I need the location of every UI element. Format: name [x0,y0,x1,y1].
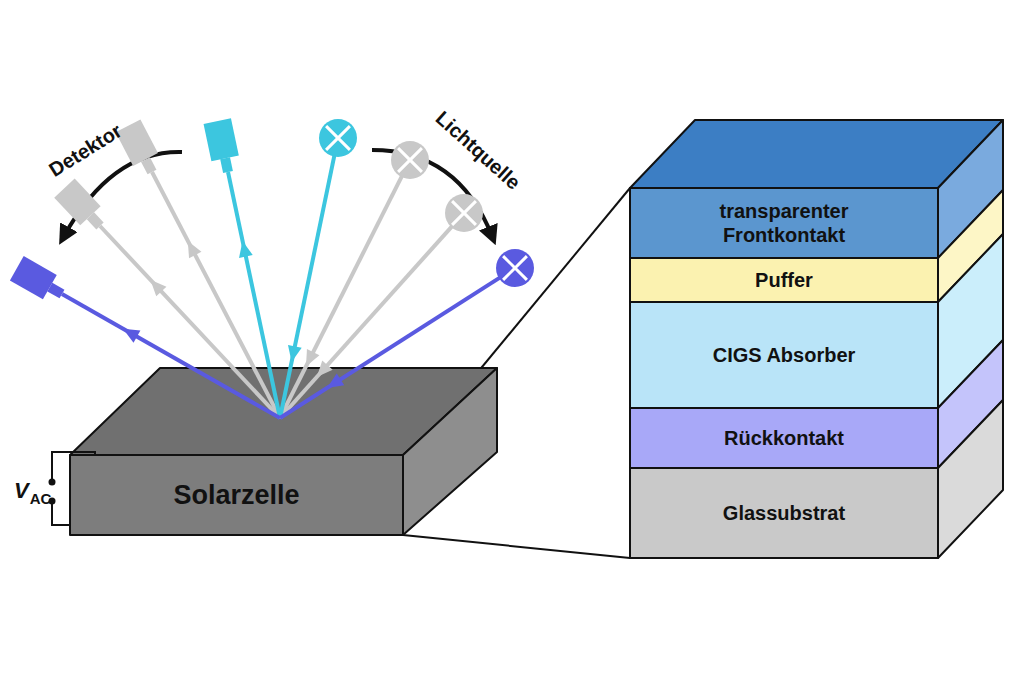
source-cross [326,126,350,150]
arrow-head [188,241,202,258]
incident-ray [280,176,402,418]
source-cross [503,256,527,280]
detector-stub [220,157,233,173]
layer-label: Glassubstrat [723,501,845,525]
reflected-ray [228,172,280,418]
detector [54,178,110,235]
layer-label: Puffer [755,268,813,292]
source-cross [398,148,422,172]
light-source [319,119,357,157]
detector [10,256,69,306]
light-source [391,141,429,179]
arrow-head [327,373,344,388]
front-contact-layer: transparenter Frontkontakt [630,188,938,258]
detector-body [10,256,57,299]
arrow-head [288,345,302,362]
light-source [496,249,534,287]
source-cross [326,126,350,150]
detector [116,119,165,178]
incident-ray [280,278,500,418]
source-cross [503,256,527,280]
arrow-head [317,360,333,377]
source-cross [398,148,422,172]
light-rays [10,118,534,418]
arrow-head [123,329,140,343]
incident-ray [280,156,334,418]
back-contact-layer: Rückkontakt [630,408,938,468]
layer-label: transparenter Frontkontakt [684,199,884,247]
arrow-head [150,280,166,296]
arrow-head [239,241,253,258]
source-cross [452,201,476,225]
zoom-line [403,535,630,558]
detector-body [54,178,100,225]
source-cross [452,201,476,225]
layer-label: CIGS Absorber [713,343,856,367]
layer-label: Rückkontakt [724,426,844,450]
layer-label: Solarzelle [173,479,299,511]
light-source [445,194,483,232]
vac-wire [52,452,95,525]
buffer-layer: Puffer [630,258,938,302]
detector-body [116,119,158,166]
absorber-layer: CIGS Absorber [630,302,938,408]
light-source-label: Lichtquelle [431,106,525,194]
glass-substrate-layer: Glassubstrat [630,468,938,558]
arrow-head [306,349,319,366]
detector [204,118,242,175]
signal-subscript: AC [30,490,52,507]
signal-name: V [14,478,29,504]
reflected-ray [100,226,280,418]
reflected-ray [62,294,280,418]
solar-cell: Solarzelle [70,455,403,535]
incident-ray [280,226,452,418]
detector-body [204,118,239,161]
layer-stack [630,120,1003,558]
terminal [49,479,56,486]
